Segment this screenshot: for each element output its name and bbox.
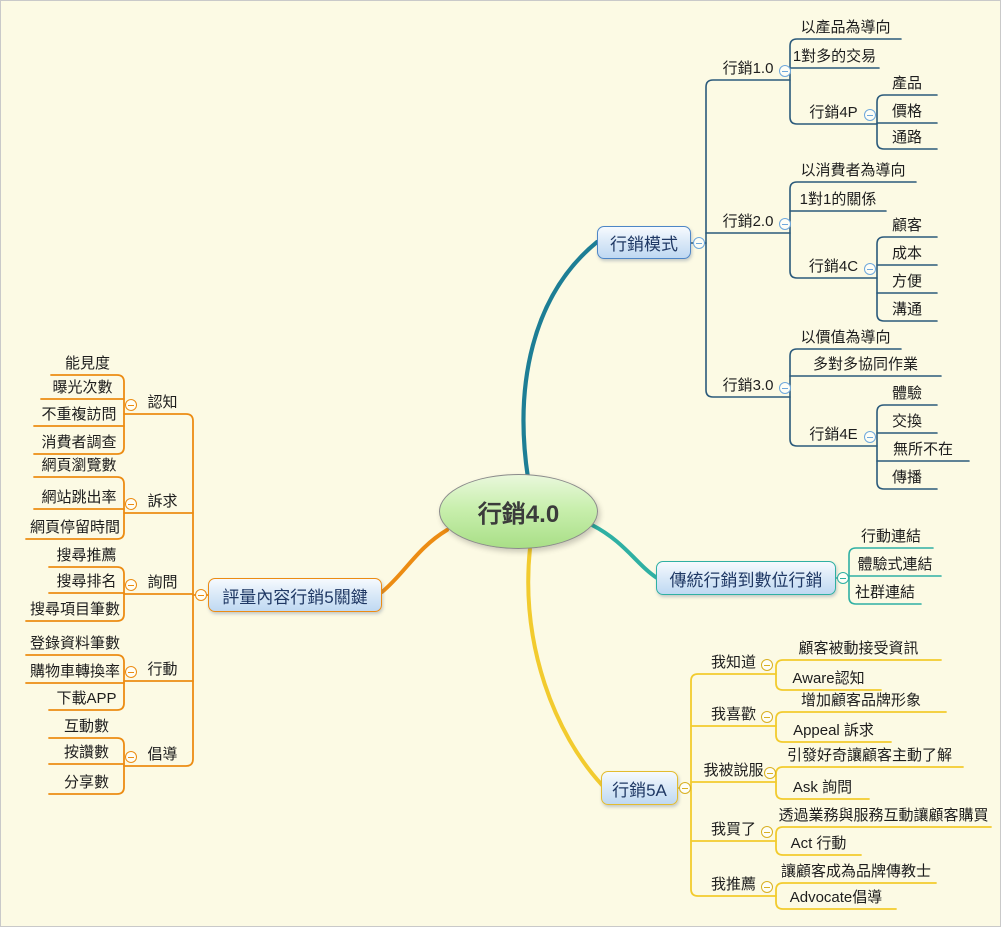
node-advocate-desc[interactable]: 讓顧客成為品牌傳教士	[780, 863, 931, 880]
node-product-oriented[interactable]: 以產品為導向	[800, 19, 891, 36]
node-consumer-oriented[interactable]: 以消費者為導向	[800, 162, 906, 179]
node-search-results-count[interactable]: 搜尋項目筆數	[29, 601, 120, 618]
collapse-icon[interactable]	[764, 767, 776, 779]
collapse-icon[interactable]	[761, 826, 773, 838]
node-marketing-4p[interactable]: 行銷4P	[809, 104, 858, 121]
node-search-ranking[interactable]: 搜尋排名	[56, 573, 117, 590]
node-mobile-connect[interactable]: 行動連結	[860, 528, 921, 545]
node-visibility[interactable]: 能見度	[64, 355, 110, 372]
node-pageviews[interactable]: 網頁瀏覽數	[41, 457, 117, 474]
curve-to-five-a	[526, 546, 604, 787]
collapse-icon[interactable]	[761, 659, 773, 671]
collapse-icon[interactable]	[864, 263, 876, 275]
node-aware[interactable]: 我知道	[710, 654, 756, 671]
node-4c-convenience[interactable]: 方便	[891, 273, 922, 290]
collapse-icon[interactable]	[125, 666, 137, 678]
node-bounce-rate[interactable]: 網站跳出率	[41, 489, 117, 506]
node-one-to-one[interactable]: 1對1的關係	[799, 191, 877, 208]
node-impressions[interactable]: 曝光次數	[52, 379, 113, 396]
node-aware-term[interactable]: Aware認知	[792, 670, 865, 687]
node-time-on-page[interactable]: 網頁停留時間	[29, 519, 120, 536]
topic-content-marketing-5-keys[interactable]: 評量內容行銷5關鍵	[208, 578, 382, 612]
topic-traditional-to-digital[interactable]: 傳統行銷到數位行銷	[656, 561, 836, 595]
node-4c-cost[interactable]: 成本	[891, 245, 922, 262]
node-4c-communication[interactable]: 溝通	[891, 301, 922, 318]
node-appeal[interactable]: 我喜歡	[710, 706, 756, 723]
collapse-icon[interactable]	[125, 579, 137, 591]
node-search-recommend[interactable]: 搜尋推薦	[56, 547, 117, 564]
collapse-icon[interactable]	[693, 237, 705, 249]
branch-metrics-lines	[25, 374, 209, 795]
node-likes[interactable]: 按讚數	[63, 744, 109, 761]
curve-to-transition	[590, 523, 659, 580]
central-topic[interactable]: 行銷4.0	[439, 474, 598, 549]
node-marketing-1-0[interactable]: 行銷1.0	[722, 60, 774, 77]
collapse-icon[interactable]	[125, 751, 137, 763]
collapse-icon[interactable]	[125, 399, 137, 411]
node-registrations[interactable]: 登錄資料筆數	[29, 635, 120, 652]
curve-to-models	[521, 239, 600, 481]
node-marketing-3-0[interactable]: 行銷3.0	[722, 377, 774, 394]
node-marketing-4e[interactable]: 行銷4E	[809, 426, 858, 443]
collapse-icon[interactable]	[779, 218, 791, 230]
node-value-oriented[interactable]: 以價值為導向	[800, 329, 891, 346]
node-act-term[interactable]: Act 行動	[790, 835, 847, 852]
collapse-icon[interactable]	[679, 782, 691, 794]
node-4e-exchange[interactable]: 交換	[891, 413, 922, 430]
node-ask-term[interactable]: Ask 詢問	[792, 779, 853, 796]
node-many-to-many-collaboration[interactable]: 多對多協同作業	[812, 356, 918, 373]
node-act-desc[interactable]: 透過業務與服務互動讓顧客購買	[778, 807, 989, 824]
node-unique-visits[interactable]: 不重複訪問	[41, 406, 117, 423]
node-consumer-survey[interactable]: 消費者調查	[41, 434, 117, 451]
node-metric-advocate[interactable]: 倡導	[147, 746, 178, 763]
collapse-icon[interactable]	[864, 109, 876, 121]
node-appeal-term[interactable]: Appeal 訴求	[793, 722, 874, 739]
collapse-icon[interactable]	[779, 65, 791, 77]
node-4p-place[interactable]: 通路	[891, 129, 922, 146]
node-marketing-4c[interactable]: 行銷4C	[808, 258, 859, 275]
node-shares[interactable]: 分享數	[63, 774, 109, 791]
node-4p-product[interactable]: 產品	[891, 75, 922, 92]
node-app-downloads[interactable]: 下載APP	[56, 690, 117, 707]
collapse-icon[interactable]	[761, 881, 773, 893]
node-experience-connect[interactable]: 體驗式連結	[857, 556, 933, 573]
node-advocate[interactable]: 我推薦	[710, 876, 756, 893]
node-cart-conversion[interactable]: 購物車轉換率	[29, 663, 120, 680]
node-ask[interactable]: 我被說服	[703, 762, 764, 779]
node-4e-experience[interactable]: 體驗	[891, 385, 922, 402]
node-4e-everywhere[interactable]: 無所不在	[892, 441, 953, 458]
node-appeal-desc[interactable]: 增加顧客品牌形象	[800, 692, 921, 709]
node-social-connect[interactable]: 社群連結	[854, 584, 915, 601]
collapse-icon[interactable]	[125, 498, 137, 510]
curve-to-metrics	[380, 528, 449, 594]
collapse-icon[interactable]	[195, 589, 207, 601]
node-metric-ask[interactable]: 詢問	[147, 574, 178, 591]
topic-marketing-models[interactable]: 行銷模式	[597, 226, 691, 259]
topic-marketing-5a[interactable]: 行銷5A	[601, 771, 678, 805]
collapse-icon[interactable]	[864, 431, 876, 443]
collapse-icon[interactable]	[779, 382, 791, 394]
collapse-icon[interactable]	[837, 572, 849, 584]
node-marketing-2-0[interactable]: 行銷2.0	[722, 213, 774, 230]
node-aware-desc[interactable]: 顧客被動接受資訊	[798, 640, 919, 657]
node-interactions[interactable]: 互動數	[63, 718, 109, 735]
node-ask-desc[interactable]: 引發好奇讓顧客主動了解	[786, 747, 952, 764]
node-4c-customer[interactable]: 顧客	[891, 217, 922, 234]
node-4p-price[interactable]: 價格	[891, 103, 922, 120]
node-4e-evangelism[interactable]: 傳播	[891, 469, 922, 486]
node-metric-awareness[interactable]: 認知	[147, 394, 178, 411]
node-one-to-many[interactable]: 1對多的交易	[792, 48, 877, 65]
branch-models-lines	[690, 38, 970, 490]
node-metric-appeal[interactable]: 訴求	[147, 493, 178, 510]
central-branch-curves	[380, 239, 659, 787]
node-advocate-term[interactable]: Advocate倡導	[789, 889, 883, 906]
collapse-icon[interactable]	[761, 711, 773, 723]
node-metric-act[interactable]: 行動	[147, 661, 178, 678]
node-act[interactable]: 我買了	[710, 821, 756, 838]
